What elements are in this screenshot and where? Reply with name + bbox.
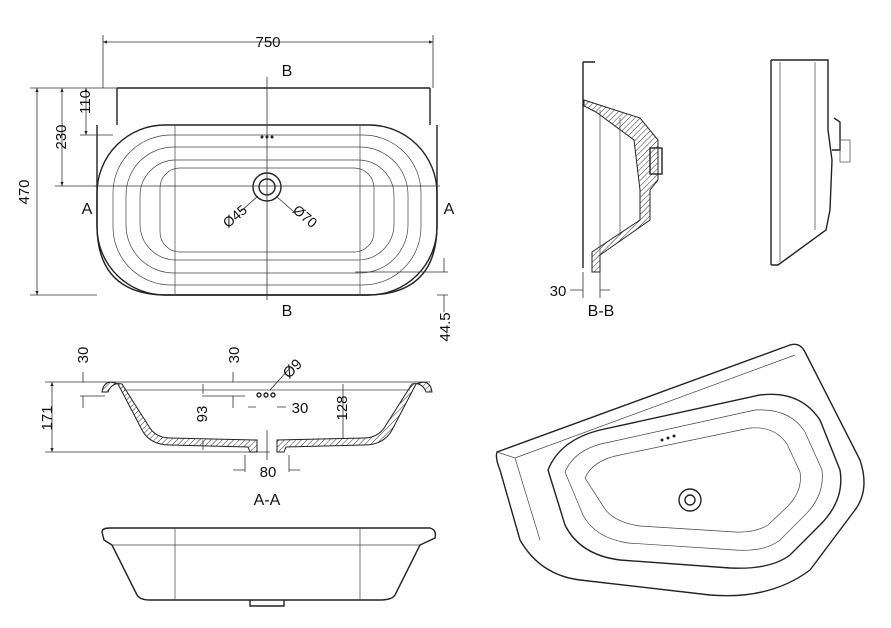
dim-width: 750: [255, 34, 280, 51]
section-aa: 30 30 Ø9 171 93 30 128 80 A-A: [39, 347, 433, 509]
bb-dim-30: 30: [550, 283, 567, 300]
section-a-marker-left: A: [82, 201, 93, 218]
aa-dim-30-left: 30: [75, 347, 92, 364]
aa-dim-80: 80: [260, 464, 277, 481]
tap-holes: [256, 392, 276, 398]
side-view: [770, 59, 851, 266]
waste-inner-dim: Ø45: [220, 201, 251, 230]
waste-outer-dim: Ø70: [290, 202, 321, 231]
section-bb-label: B-B: [588, 303, 615, 320]
aa-dim-171: 171: [39, 405, 56, 430]
aa-dim-30-mid: 30: [226, 347, 243, 364]
section-b-marker-top: B: [282, 63, 293, 80]
iso-tap-hole-dots: [660, 434, 676, 442]
section-b-marker-bottom: B: [282, 303, 293, 320]
aa-dim-93: 93: [194, 406, 211, 423]
iso-waste-outer: [678, 488, 702, 512]
section-aa-label: A-A: [254, 492, 281, 509]
dim-230: 230: [53, 124, 70, 149]
section-bb: 30 B-B: [550, 61, 663, 320]
aa-dim-30-holes: 30: [292, 400, 309, 417]
dim-110: 110: [77, 90, 94, 114]
aa-dim-hole: Ø9: [280, 356, 306, 382]
section-a-marker-right: A: [444, 201, 455, 218]
top-view: 750 470 230 110 44.5 Ø45 Ø70 B B A A: [16, 34, 455, 342]
iso-waste-inner: [684, 494, 696, 506]
dim-44-5: 44.5: [437, 312, 454, 341]
dim-depth: 470: [16, 179, 33, 204]
isometric-view: [495, 343, 865, 597]
aa-dim-128: 128: [334, 395, 351, 420]
front-elevation: [101, 527, 437, 607]
